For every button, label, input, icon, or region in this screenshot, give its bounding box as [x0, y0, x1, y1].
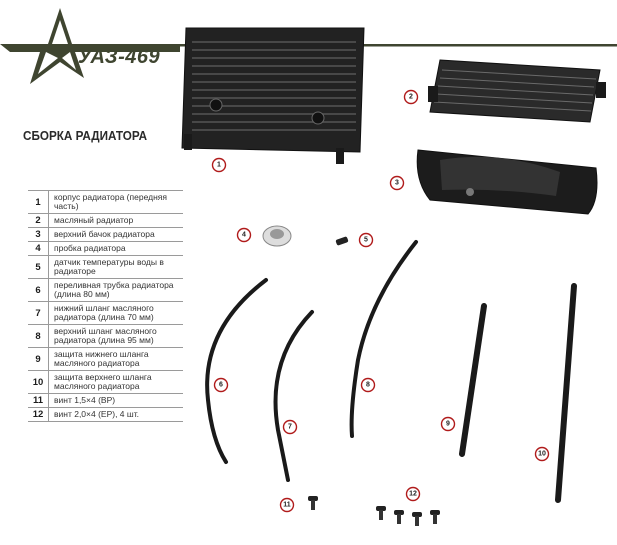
callout-5-label: 5: [364, 237, 368, 244]
star-emblem-icon: [0, 8, 180, 84]
temperature-sensor-part: [335, 236, 349, 246]
callout-1-label: 1: [217, 162, 221, 169]
callout-3-label: 3: [395, 180, 399, 187]
part-number: 1: [28, 190, 49, 214]
part-name: винт 2,0×4 (ЕР), 4 шт.: [48, 407, 183, 422]
part-name: нижний шланг масляного радиатора (длина …: [48, 301, 183, 325]
callout-10: 10: [534, 446, 550, 462]
radiator-cap-part: [262, 225, 292, 247]
upper-tank-part: [416, 149, 598, 215]
callout-4-label: 4: [242, 232, 246, 239]
brand-title: УАЗ-469: [78, 46, 161, 68]
callout-12: 12: [405, 486, 421, 502]
part-name: защита нижнего шланга масляного радиатор…: [48, 347, 183, 371]
upper-hose-guard-part: [555, 283, 577, 503]
callout-3: 3: [389, 175, 405, 191]
callout-12-label: 12: [409, 491, 417, 498]
part-name: верхний шланг масляного радиатора (длина…: [48, 324, 183, 348]
callout-8: 8: [360, 377, 376, 393]
callout-10-label: 10: [538, 451, 546, 458]
screw-part: [308, 496, 318, 510]
part-number: 10: [28, 370, 49, 394]
part-number: 3: [28, 227, 49, 242]
part-number: 4: [28, 241, 49, 256]
part-number: 11: [28, 393, 49, 408]
banner-stripe: [168, 44, 617, 47]
callout-9-label: 9: [446, 421, 450, 428]
callout-8-label: 8: [366, 382, 370, 389]
callout-6: 6: [213, 377, 229, 393]
callout-11-label: 11: [283, 502, 291, 509]
lower-hose-guard-part: [459, 303, 487, 457]
part-name: защита верхнего шланга масляного радиато…: [48, 370, 183, 394]
part-number: 5: [28, 255, 49, 279]
callout-9: 9: [440, 416, 456, 432]
screws-set-part: [376, 506, 440, 526]
callout-2-label: 2: [409, 94, 413, 101]
part-number: 8: [28, 324, 49, 348]
section-title: СБОРКА РАДИАТОРА: [23, 128, 148, 143]
callout-5: 5: [358, 232, 374, 248]
callout-7-label: 7: [288, 424, 292, 431]
lower-hose-part: [273, 310, 314, 482]
overflow-pipe-part: [205, 278, 268, 464]
part-number: 2: [28, 213, 49, 228]
part-number: 12: [28, 407, 49, 422]
part-name: верхний бачок радиатора: [48, 227, 183, 242]
callout-7: 7: [282, 419, 298, 435]
callout-6-label: 6: [219, 382, 223, 389]
part-name: датчик температуры воды в радиаторе: [48, 255, 183, 279]
callout-2: 2: [403, 89, 419, 105]
header-banner: [0, 8, 617, 84]
part-number: 6: [28, 278, 49, 302]
callout-4: 4: [236, 227, 252, 243]
callout-11: 11: [279, 497, 295, 513]
upper-hose-part: [349, 240, 418, 438]
part-number: 9: [28, 347, 49, 371]
part-name: винт 1,5×4 (ВР): [48, 393, 183, 408]
part-name: пробка радиатора: [48, 241, 183, 256]
oil-cooler-part: [428, 59, 606, 123]
part-name: корпус радиатора (передняя часть): [48, 190, 183, 214]
part-name: переливная трубка радиатора (длина 80 мм…: [48, 278, 183, 302]
callout-1: 1: [211, 157, 227, 173]
part-name: масляный радиатор: [48, 213, 183, 228]
part-number: 7: [28, 301, 49, 325]
radiator-body-part: [181, 27, 365, 164]
